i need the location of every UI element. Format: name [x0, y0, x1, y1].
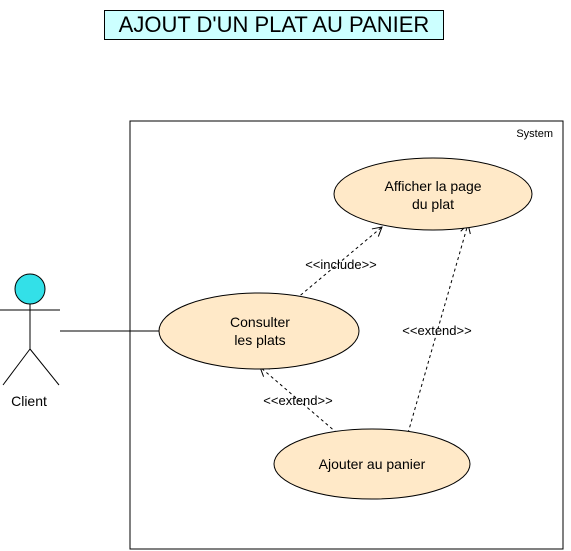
usecase-consulter-line1: Consulter [230, 314, 290, 330]
usecase-afficher-ellipse [333, 157, 533, 231]
extend-label-consulter: <<extend>> [263, 393, 333, 408]
usecase-afficher-label: Afficher la page du plat [334, 176, 532, 214]
actor-head [14, 273, 46, 305]
usecase-consulter-label: Consulter les plats [160, 311, 360, 351]
include-label: <<include>> [305, 257, 377, 272]
actor-label: Client [11, 393, 47, 409]
usecase-afficher-line2: du plat [411, 196, 455, 212]
actor-right-leg [29, 348, 60, 386]
usecase-ajouter-ellipse [273, 428, 471, 500]
extend-label-afficher: <<extend>> [402, 323, 472, 338]
include-arrow [295, 226, 383, 300]
usecase-ajouter-line1: Ajouter au panier [318, 456, 426, 472]
system-boundary [129, 120, 564, 550]
client-actor [0, 273, 60, 386]
diagram-title: AJOUT D'UN PLAT AU PANIER [104, 10, 444, 40]
actor-left-leg [2, 348, 31, 386]
usecase-consulter-line2: les plats [234, 332, 286, 348]
usecase-consulter-ellipse [158, 292, 360, 370]
system-label: System [516, 128, 553, 140]
extend-arrow-afficher [407, 223, 471, 434]
usecase-afficher-line1: Afficher la page [384, 178, 482, 194]
extend-arrow-consulter [259, 366, 338, 434]
usecase-ajouter-label: Ajouter au panier [274, 454, 470, 474]
